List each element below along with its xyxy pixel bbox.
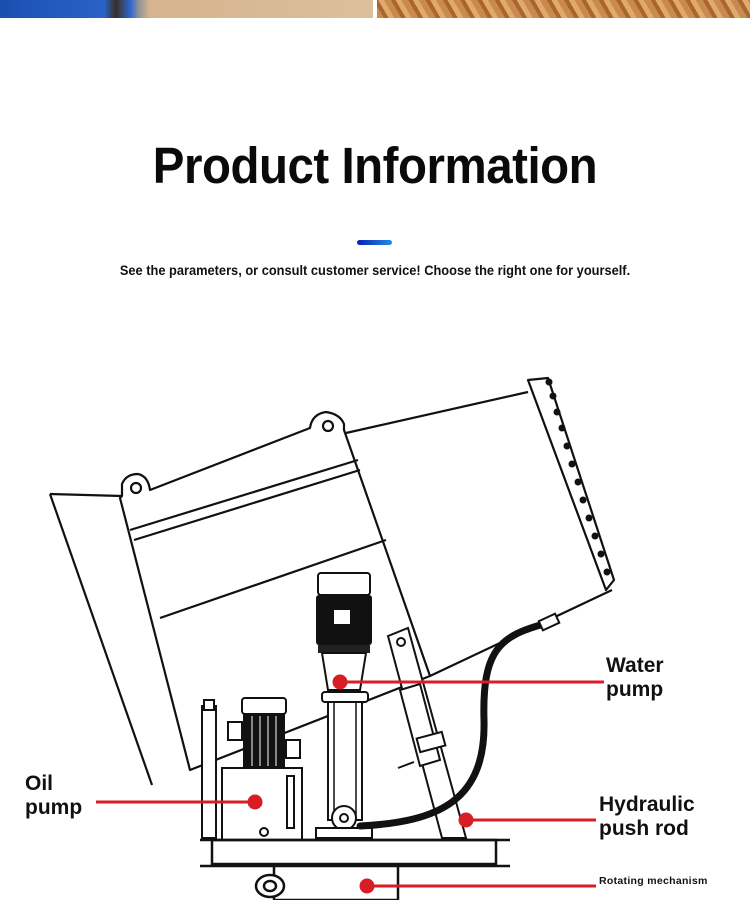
callout-oil-pump: Oil pump [25,772,82,819]
nozzle-heads [545,378,611,576]
callout-water-pump-line2: pump [606,677,664,701]
water-pump-motor [315,572,373,839]
oil-pump-unit [201,697,303,841]
fog-cannon-diagram [48,376,616,900]
marker-oil-pump [247,794,263,810]
callout-hydraulic-line2: push rod [599,816,689,840]
callout-hydraulic-line1: Hydraulic [599,793,695,816]
water-hose [356,620,548,830]
callout-water-pump: Water pump [606,654,664,701]
callout-rotating-mechanism: Rotating mechanism [599,875,708,888]
callout-oil-pump-line2: pump [25,795,83,819]
hose-coupling [537,612,561,632]
marker-hydraulic-rod [458,812,474,828]
title-accent-bar [357,240,392,245]
callout-rotating-line1: Rotating mechanism [599,875,708,887]
callout-hydraulic-push-rod: Hydraulic push rod [599,793,695,840]
marker-rotating-mechanism [359,878,375,894]
product-photo-strip [0,0,750,18]
base-platform [200,838,510,900]
callout-water-pump-line1: Water [606,654,664,677]
product-photo-ground [377,0,750,18]
page-subtitle: See the parameters, or consult customer … [119,263,631,278]
marker-water-pump [332,674,348,690]
hydraulic-cylinder [386,626,468,839]
product-photo-fan [0,0,373,18]
page-title: Product Information [152,137,598,194]
callout-oil-pump-line1: Oil [25,772,54,795]
callout-leaders [96,674,604,894]
